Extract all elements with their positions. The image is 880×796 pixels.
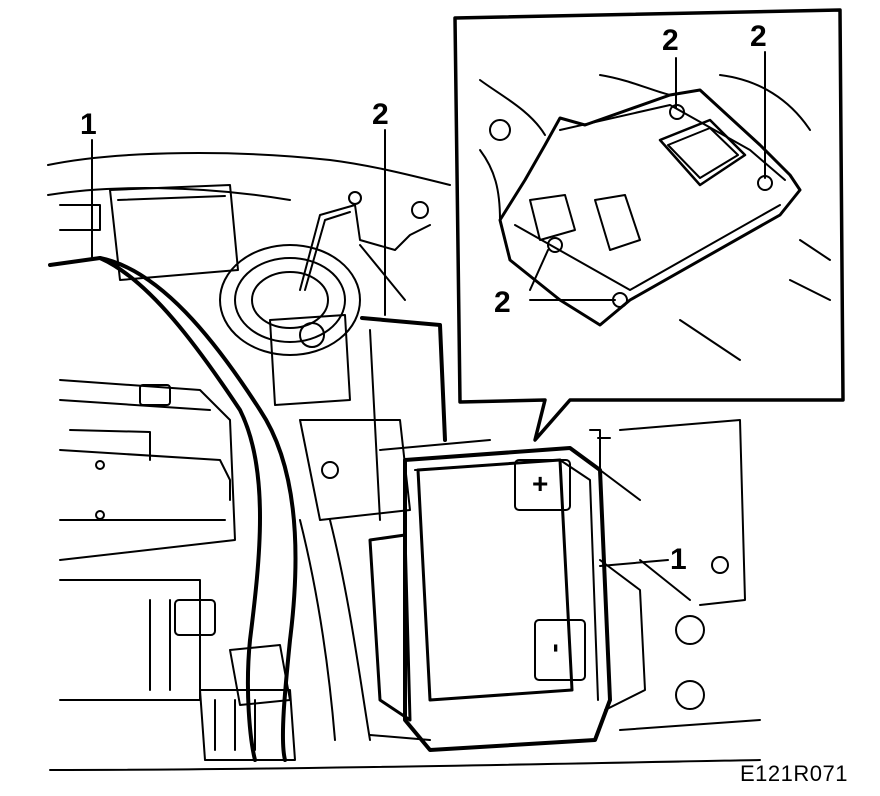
callout-2-bracket: 2 xyxy=(372,98,389,131)
brake-lines xyxy=(299,204,431,291)
callout-1-hose: 1 xyxy=(80,108,97,141)
bay-upper-contour xyxy=(47,152,451,186)
hose-left xyxy=(48,256,262,762)
right-body xyxy=(619,419,746,606)
inset-frame xyxy=(453,8,845,442)
connector-lower xyxy=(229,644,291,706)
figure-code: E121R071 xyxy=(740,761,848,786)
callout-2-inset-top-right: 2 xyxy=(750,20,767,53)
inset-detail xyxy=(453,8,845,442)
positive-terminal-symbol: + xyxy=(532,468,549,499)
negative-terminal-box xyxy=(534,619,586,681)
leader-1-right xyxy=(599,559,669,567)
vent-pipe xyxy=(589,429,641,501)
bay-rim xyxy=(59,204,101,231)
negative-terminal-symbol: - xyxy=(542,643,574,653)
frame-rail xyxy=(299,519,336,741)
callout-2-inset-bottom-left: 2 xyxy=(494,286,511,319)
battery-top xyxy=(416,458,574,702)
callout-2-inset-top-left: 2 xyxy=(662,24,679,57)
air-box xyxy=(109,184,239,281)
floor xyxy=(49,759,761,771)
inset-opening xyxy=(658,118,747,187)
brake-booster xyxy=(219,244,361,356)
callout-1-battery-side: 1 xyxy=(670,543,687,576)
bracket-outline xyxy=(360,316,447,442)
inset-plate xyxy=(498,88,802,327)
reservoir xyxy=(269,314,351,406)
battery-tray xyxy=(368,533,412,722)
engine-block xyxy=(59,379,236,561)
positive-terminal-box xyxy=(514,459,571,511)
leader-2-inset-bl xyxy=(529,249,549,291)
callout-leaders xyxy=(91,51,766,567)
battery xyxy=(368,446,646,752)
inset-bolt-left xyxy=(547,237,563,253)
battery-case xyxy=(403,446,612,752)
